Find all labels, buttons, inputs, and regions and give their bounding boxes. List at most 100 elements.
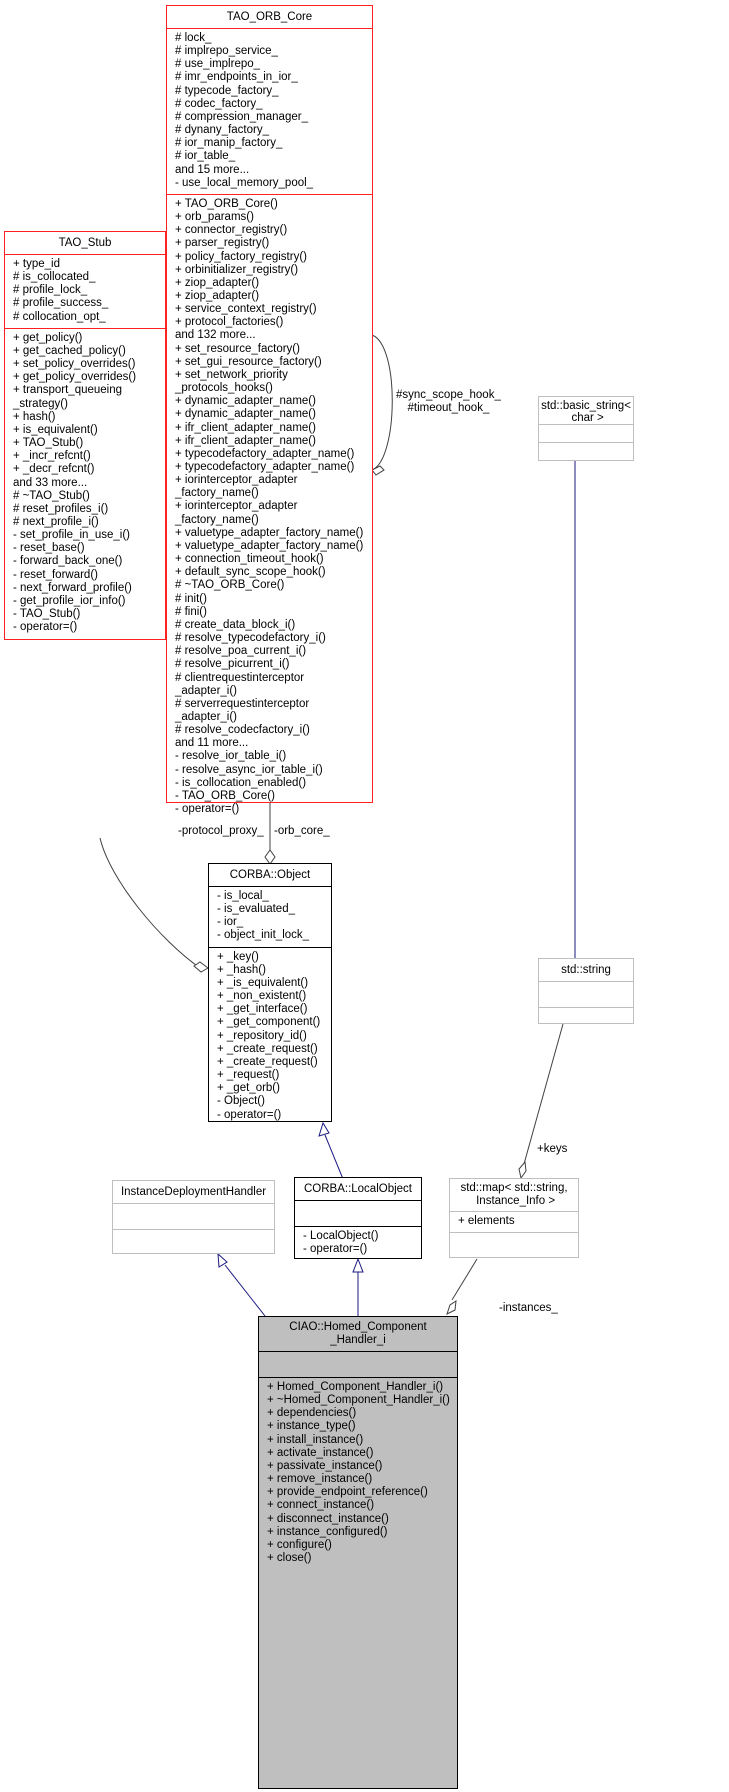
- instances-edge: [451, 1258, 478, 1301]
- member-item: + get_policy_overrides(): [13, 371, 137, 384]
- class-std-string[interactable]: std::string: [538, 958, 634, 1024]
- member-item: + ifr_client_adapter_name(): [175, 421, 316, 434]
- member-item: + _repository_id(): [217, 1029, 307, 1042]
- member-item: # reset_profiles_i(): [13, 502, 109, 515]
- member-item: + ziop_adapter(): [175, 276, 260, 289]
- member-item: # implrepo_service_: [175, 45, 278, 58]
- orb-core-label: -orb_core_: [274, 825, 330, 837]
- class-std-basic-string[interactable]: std::basic_string< char >: [538, 396, 634, 461]
- member-item: + _decr_refcnt(): [13, 463, 95, 476]
- class-title: CORBA::LocalObject: [295, 1178, 421, 1201]
- member-item: + _get_component(): [217, 1016, 321, 1029]
- member-item: - forward_back_one(): [13, 555, 123, 568]
- protocol-proxy-edge: [99, 837, 201, 969]
- member-item: # serverrequestinterceptor: [175, 697, 310, 710]
- attribute-list: + elements: [450, 1212, 578, 1234]
- member-item: + protocol_factories(): [175, 316, 284, 329]
- member-item: + iorinterceptor_adapter: [175, 500, 298, 513]
- member-item: + TAO_Stub(): [13, 437, 84, 450]
- method-list: - LocalObject()- operator=(): [295, 1227, 421, 1260]
- member-item: - reset_forward(): [13, 568, 98, 581]
- member-item: + set_resource_factory(): [175, 342, 300, 355]
- member-item: + orbinitializer_registry(): [175, 263, 299, 276]
- member-item: # ior_manip_factory_: [175, 137, 283, 150]
- class-title: CIAO::Homed_Component _Handler_i: [259, 1317, 457, 1352]
- member-item: + dynamic_adapter_name(): [175, 408, 316, 421]
- member-item: - resolve_ior_table_i(): [175, 750, 287, 763]
- attribute-list: [539, 425, 633, 443]
- method-list: + _key()+ _hash()+ _is_equivalent()+ _no…: [209, 948, 331, 1126]
- member-item: # ~TAO_ORB_Core(): [175, 579, 285, 592]
- member-item: + _is_equivalent(): [217, 976, 309, 989]
- member-item: _adapter_i(): [175, 684, 238, 697]
- class-title: std::map< std::string, Instance_Info >: [450, 1179, 578, 1212]
- member-item: + provide_endpoint_reference(): [267, 1486, 428, 1499]
- attribute-list: # lock_# implrepo_service_# use_implrepo…: [167, 29, 372, 195]
- member-item: - operator=(): [13, 621, 78, 634]
- member-item: + passivate_instance(): [267, 1459, 383, 1472]
- member-item: # lock_: [175, 32, 212, 44]
- member-item: - is_collocation_enabled(): [175, 776, 307, 789]
- member-item: + set_network_priority: [175, 368, 288, 381]
- class-title: TAO_Stub: [5, 232, 165, 255]
- member-item: # profile_lock_: [13, 284, 88, 297]
- class-title: std::basic_string< char >: [539, 397, 633, 425]
- member-item: + _incr_refcnt(): [13, 450, 91, 463]
- member-item: + ~Homed_Component_Handler_i(): [267, 1394, 450, 1407]
- member-item: + close(): [267, 1552, 312, 1565]
- member-item: _protocols_hooks(): [175, 382, 273, 395]
- member-item: + configure(): [267, 1538, 332, 1551]
- member-item: # collocation_opt_: [13, 310, 106, 323]
- keys-label: +keys: [537, 1143, 568, 1155]
- member-item: - use_local_memory_pool_: [175, 176, 314, 189]
- member-item: - operator=(): [175, 803, 240, 816]
- member-item: - reset_base(): [13, 542, 85, 555]
- member-item: + _request(): [217, 1069, 280, 1082]
- self-association-edge: [371, 334, 393, 471]
- member-item: # ~TAO_Stub(): [13, 489, 90, 502]
- class-title: CORBA::Object: [209, 864, 331, 887]
- member-item: + default_sync_scope_hook(): [175, 566, 326, 579]
- member-item: # next_profile_i(): [13, 515, 99, 528]
- member-item: + connection_timeout_hook(): [175, 553, 324, 566]
- more-items-note: and 33 more...: [13, 476, 88, 489]
- class-std-map[interactable]: std::map< std::string, Instance_Info > +…: [449, 1178, 579, 1258]
- class-tao-stub[interactable]: TAO_Stub + type_id# is_collocated_# prof…: [4, 231, 166, 640]
- class-corba-local-object[interactable]: CORBA::LocalObject - LocalObject()- oper…: [294, 1177, 422, 1259]
- aggregation-diamond: [264, 849, 276, 865]
- class-title: InstanceDeploymentHandler: [113, 1181, 274, 1204]
- member-item: - is_local_: [217, 890, 269, 902]
- member-item: + connect_instance(): [267, 1499, 375, 1512]
- member-item: - TAO_ORB_Core(): [175, 789, 275, 802]
- attribute-list: [295, 1201, 421, 1227]
- member-item: + _create_request(): [217, 1055, 318, 1068]
- member-item: # profile_success_: [13, 297, 109, 310]
- class-ciao-homed-component-handler[interactable]: CIAO::Homed_Component _Handler_i + Homed…: [258, 1316, 458, 1789]
- member-item: + valuetype_adapter_factory_name(): [175, 539, 364, 552]
- member-item: + install_instance(): [267, 1433, 364, 1446]
- class-corba-object[interactable]: CORBA::Object - is_local_- is_evaluated_…: [208, 863, 332, 1122]
- member-item: + _hash(): [217, 963, 266, 976]
- more-items-note: and 15 more...: [175, 163, 250, 176]
- member-item: + typecodefactory_adapter_name(): [175, 447, 355, 460]
- member-item: - ior_: [217, 916, 244, 929]
- method-list: + TAO_ORB_Core()+ orb_params()+ connecto…: [167, 195, 372, 820]
- aggregation-diamond: [193, 961, 209, 973]
- member-item: + valuetype_adapter_factory_name(): [175, 526, 364, 539]
- aggregation-diamond: [371, 465, 385, 476]
- member-item: + connector_registry(): [175, 224, 288, 237]
- class-title: std::string: [539, 959, 633, 982]
- member-item: + parser_registry(): [175, 237, 270, 250]
- class-instance-deployment-handler[interactable]: InstanceDeploymentHandler: [112, 1180, 275, 1254]
- member-item: + TAO_ORB_Core(): [175, 197, 278, 210]
- member-item: # use_implrepo_: [175, 58, 261, 71]
- attribute-list: + type_id# is_collocated_# profile_lock_…: [5, 255, 165, 329]
- method-list: + Homed_Component_Handler_i()+ ~Homed_Co…: [259, 1378, 457, 1569]
- member-item: - set_profile_in_use_i(): [13, 529, 130, 542]
- method-list: [450, 1233, 578, 1258]
- class-tao-orb-core[interactable]: TAO_ORB_Core # lock_# implrepo_service_#…: [166, 5, 373, 815]
- member-item: - operator=(): [303, 1243, 368, 1256]
- member-item: + iorinterceptor_adapter: [175, 474, 298, 487]
- member-item: + ifr_client_adapter_name(): [175, 434, 316, 447]
- member-item: - Object(): [217, 1095, 265, 1108]
